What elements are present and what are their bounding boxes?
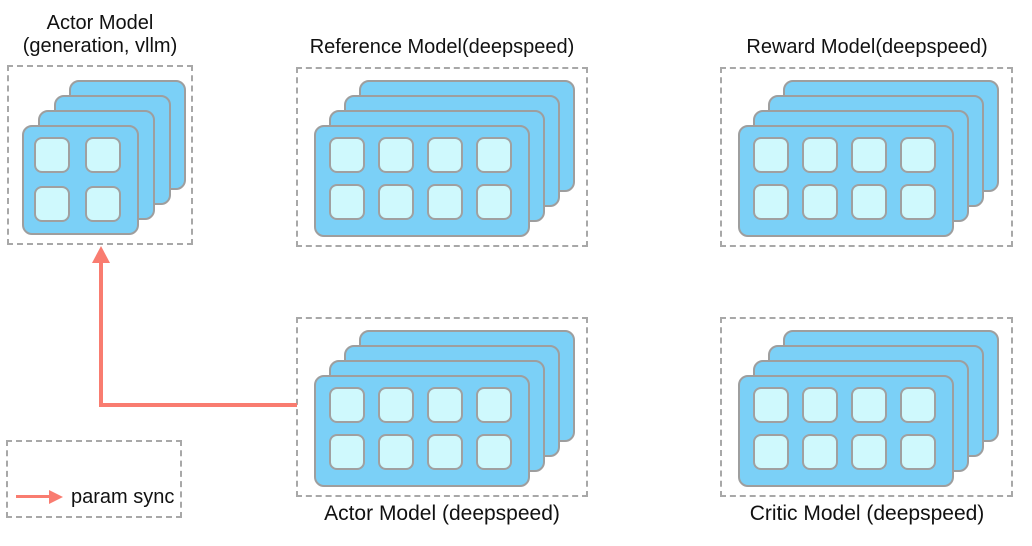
actor-deepspeed-label: Actor Model (deepspeed)	[324, 502, 560, 525]
critic-gpu-stack	[722, 319, 1011, 495]
gpu-cell	[34, 186, 70, 222]
gpu-cell	[753, 387, 789, 423]
critic-model-label: Critic Model (deepspeed)	[749, 502, 985, 525]
gpu-cell	[476, 184, 512, 220]
critic-model-box	[720, 317, 1013, 497]
legend-arrowhead-icon	[49, 490, 63, 504]
gpu-cell	[753, 184, 789, 220]
actor-vllm-label: Actor Model (generation, vllm)	[5, 12, 195, 58]
reference-model-box	[296, 67, 588, 247]
gpu-cell	[378, 137, 414, 173]
gpu-cell	[476, 387, 512, 423]
gpu-cell	[900, 387, 936, 423]
gpu-cell	[329, 184, 365, 220]
gpu-cell	[378, 387, 414, 423]
actor-vllm-box	[7, 65, 193, 245]
gpu-cell	[851, 184, 887, 220]
gpu-cell	[378, 184, 414, 220]
actor-vllm-gpu-stack	[9, 67, 191, 243]
legend-arrow-shaft	[16, 495, 50, 498]
param-sync-arrow-icon	[16, 490, 63, 504]
gpu-cell	[329, 387, 365, 423]
param-sync-arrow-horizontal-line	[99, 403, 297, 407]
gpu-cell	[802, 137, 838, 173]
gpu-cell	[476, 434, 512, 470]
gpu-cell	[329, 434, 365, 470]
gpu-cell	[753, 137, 789, 173]
param-sync-arrow-vertical-line	[99, 261, 103, 407]
param-sync-arrowhead-icon	[92, 246, 110, 263]
gpu-cell	[427, 184, 463, 220]
gpu-card-front	[738, 375, 954, 487]
actor-deepspeed-box	[296, 317, 588, 497]
gpu-cell	[476, 137, 512, 173]
gpu-cell	[900, 184, 936, 220]
legend-box: param sync	[6, 440, 182, 518]
gpu-cell	[802, 434, 838, 470]
gpu-card-front	[314, 125, 530, 237]
gpu-cell	[802, 184, 838, 220]
reference-gpu-stack	[298, 69, 586, 245]
gpu-cell	[753, 434, 789, 470]
gpu-cell	[802, 387, 838, 423]
reward-gpu-stack	[722, 69, 1011, 245]
actor-vllm-label-line1: Actor Model	[46, 12, 154, 34]
gpu-cell	[427, 387, 463, 423]
gpu-cell	[329, 137, 365, 173]
gpu-cell	[900, 434, 936, 470]
gpu-card-front	[314, 375, 530, 487]
reward-model-box	[720, 67, 1013, 247]
gpu-cell	[85, 186, 121, 222]
gpu-cell	[427, 434, 463, 470]
actor-vllm-label-line2: (generation, vllm)	[22, 35, 178, 57]
legend-row: param sync	[16, 485, 174, 509]
gpu-card-front	[22, 125, 139, 235]
legend-label: param sync	[71, 485, 175, 508]
gpu-cell	[900, 137, 936, 173]
gpu-cell	[851, 387, 887, 423]
gpu-cell	[851, 137, 887, 173]
gpu-cell	[851, 434, 887, 470]
reward-model-label: Reward Model(deepspeed)	[746, 36, 988, 58]
actor-deepspeed-gpu-stack	[298, 319, 586, 495]
gpu-card-front	[738, 125, 954, 237]
gpu-cell	[85, 137, 121, 173]
reference-model-label: Reference Model(deepspeed)	[309, 36, 575, 58]
gpu-cell	[378, 434, 414, 470]
gpu-cell	[34, 137, 70, 173]
gpu-cell	[427, 137, 463, 173]
